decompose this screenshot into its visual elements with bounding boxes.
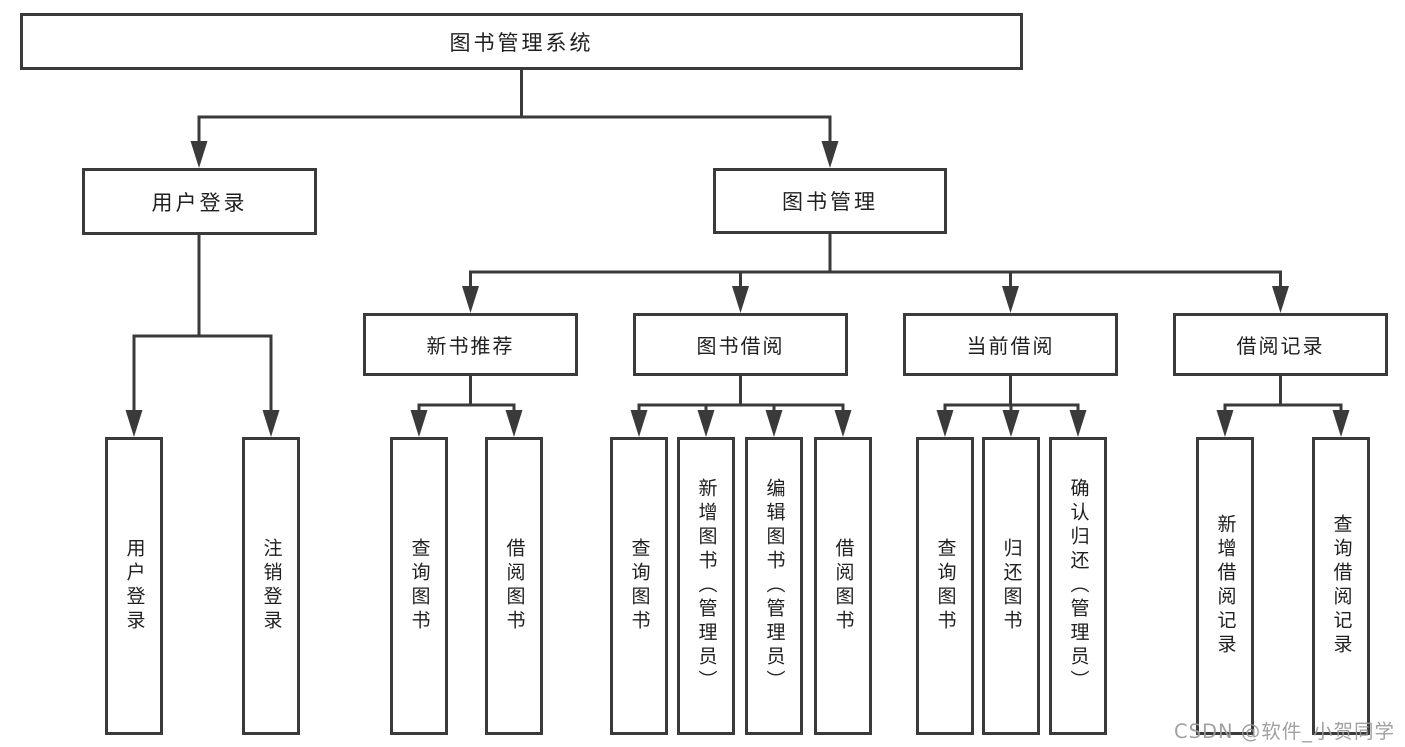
leaf-logout-label: 注销登录 [260, 538, 283, 634]
node-current-borrow-label: 当前借阅 [966, 334, 1055, 358]
arrowhead-down [1216, 410, 1234, 437]
leaf-add-borrow-record: 新增借阅记录 [1196, 437, 1254, 735]
connector-bookborrow-to-leaves [637, 374, 845, 414]
arrowhead-down [505, 410, 523, 437]
leaf-borrow-book: 借阅图书 [814, 437, 872, 735]
arrowhead-down [765, 410, 783, 437]
arrowhead-down [190, 141, 208, 168]
node-book-borrow: 图书借阅 [633, 313, 848, 376]
node-new-book-recommend: 新书推荐 [363, 313, 578, 376]
connector-bookmgmt-to-level3 [469, 232, 1282, 290]
leaf-recommend-search-book: 查询图书 [390, 437, 448, 735]
arrowhead-down [262, 410, 280, 437]
connector-records-to-leaves [1223, 374, 1343, 414]
leaf-user-login-label: 用户登录 [123, 538, 146, 634]
arrowhead-down [1272, 286, 1289, 313]
leaf-add-book-admin-label: 新增图书（管理员） [695, 478, 718, 694]
arrowhead-down [936, 410, 954, 437]
leaf-edit-book-admin-label: 编辑图书（管理员） [763, 478, 786, 694]
leaf-confirm-return-admin: 确认归还（管理员） [1049, 437, 1107, 735]
leaf-return-book: 归还图书 [982, 437, 1040, 735]
leaf-recommend-search-book-label: 查询图书 [408, 538, 431, 634]
leaf-current-search-book: 查询图书 [916, 437, 974, 735]
leaf-recommend-borrow-book: 借阅图书 [485, 437, 543, 735]
arrowhead-down [821, 141, 839, 168]
node-root-system-label: 图书管理系统 [449, 30, 594, 55]
leaf-recommend-borrow-book-label: 借阅图书 [503, 538, 526, 634]
leaf-add-borrow-record-label: 新增借阅记录 [1214, 514, 1237, 658]
leaf-edit-book-admin: 编辑图书（管理员） [745, 437, 803, 735]
connector-userlogin-to-leaves [132, 233, 273, 414]
node-book-management-label: 图书管理 [782, 190, 878, 214]
arrowhead-down [1002, 286, 1019, 313]
leaf-add-book-admin: 新增图书（管理员） [677, 437, 735, 735]
leaf-borrow-search-book: 查询图书 [610, 437, 668, 735]
arrowhead-down [697, 410, 715, 437]
arrowhead-down [410, 410, 428, 437]
connector-newbook-to-leaves [417, 374, 516, 414]
leaf-borrow-book-label: 借阅图书 [832, 538, 855, 634]
node-current-borrow: 当前借阅 [903, 313, 1118, 376]
arrowhead-down [1332, 410, 1350, 437]
node-borrow-records: 借阅记录 [1173, 313, 1388, 376]
node-borrow-records-label: 借阅记录 [1236, 334, 1325, 358]
leaf-search-borrow-record-label: 查询借阅记录 [1330, 514, 1353, 658]
arrowhead-down [630, 410, 648, 437]
connector-currentborrow-to-leaves [943, 374, 1080, 414]
arrowhead-down [1069, 410, 1087, 437]
leaf-return-book-label: 归还图书 [1000, 538, 1023, 634]
leaf-confirm-return-admin-label: 确认归还（管理员） [1067, 478, 1090, 694]
leaf-current-search-book-label: 查询图书 [934, 538, 957, 634]
node-user-login-label: 用户登录 [151, 190, 248, 215]
leaf-user-login: 用户登录 [105, 437, 163, 735]
arrowhead-down [834, 410, 852, 437]
node-user-login: 用户登录 [82, 168, 317, 235]
arrowhead-down [125, 410, 143, 437]
leaf-logout: 注销登录 [242, 437, 300, 735]
arrowhead-down [462, 286, 479, 313]
node-book-management: 图书管理 [713, 168, 947, 234]
node-root-system: 图书管理系统 [20, 13, 1023, 70]
arrowhead-down [732, 286, 749, 313]
node-book-borrow-label: 图书借阅 [696, 334, 785, 358]
connector-root-to-level2 [197, 68, 832, 144]
leaf-borrow-search-book-label: 查询图书 [628, 538, 651, 634]
node-new-book-recommend-label: 新书推荐 [426, 334, 515, 358]
arrowhead-down [1002, 410, 1020, 437]
watermark: CSDN @软件_小贺同学 [1173, 720, 1395, 743]
leaf-search-borrow-record: 查询借阅记录 [1312, 437, 1370, 735]
